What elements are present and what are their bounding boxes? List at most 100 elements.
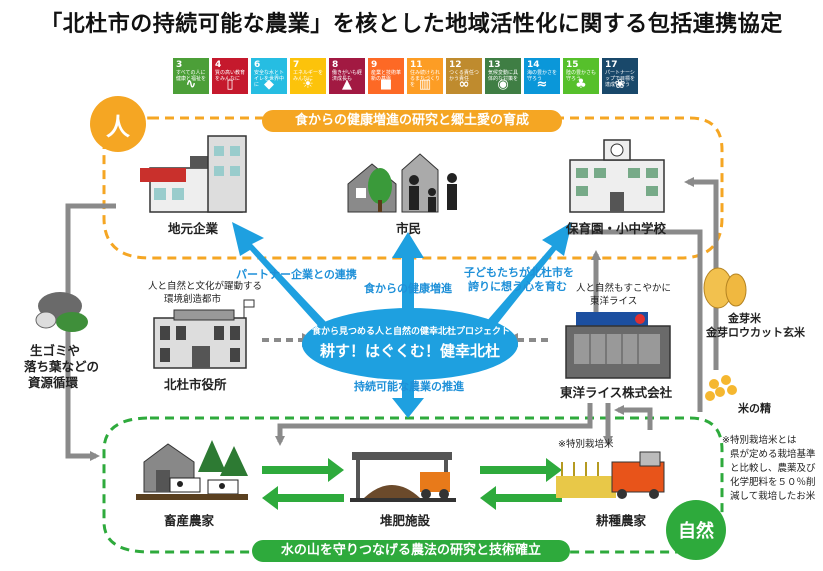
citizens-scene: [347, 153, 457, 213]
sustainable-arrow-label: 持続可能な農業の推進: [354, 380, 464, 393]
rice-essence-label: 米の精: [738, 402, 771, 415]
sdg-number: 12: [449, 60, 462, 70]
sdg-number: 13: [488, 60, 501, 70]
children-arrow-label-1: 子どもたちが北杜市を: [464, 266, 574, 279]
sdg-number: 7: [293, 60, 300, 70]
sdg-label: パートナーシップで目標を達成しよう: [605, 70, 636, 88]
sun-icon: ☀: [302, 77, 314, 92]
sdg-label: 陸の豊かさも守ろう: [566, 70, 597, 82]
sdg-label: 働きがいも経済成長も: [332, 70, 363, 82]
growth-chart-icon: ▲: [342, 77, 352, 92]
sdg-number: 6: [254, 60, 261, 70]
note-line-3: と比較し、農薬及び: [730, 463, 816, 474]
toyo-caption-1: 人と自然もすこやかに: [576, 283, 672, 294]
special-rice-tag: ※特別栽培米: [558, 439, 614, 450]
note-line-5: 減して栽培したお米: [730, 491, 816, 502]
partner-arrow-label: パートナー企業との連携: [236, 268, 357, 281]
note-line-1: ※特別栽培米とは: [722, 435, 797, 446]
sdg-label: エネルギーをみんなに: [293, 70, 324, 82]
page-title: 「北杜市の持続可能な農業」を核とした地域活性化に関する包括連携協定: [40, 12, 783, 37]
sdg-label: つくる責任つかう責任: [449, 70, 479, 82]
water-drop-icon: ◆: [264, 77, 274, 92]
sdg-number: 15: [566, 60, 579, 70]
sdg-number: 8: [332, 60, 339, 70]
compost-cycle-art: [35, 292, 88, 332]
blue-arrows: [232, 222, 572, 418]
city-hall-label: 北杜市役所: [164, 377, 227, 392]
livestock-farm: [136, 440, 248, 500]
sdg-label: 産業と技術革新の基盤: [371, 70, 402, 82]
citizens-label: 市民: [396, 221, 422, 236]
rice-label-1: 金芽米: [728, 312, 761, 325]
livestock-label: 畜産農家: [164, 513, 215, 528]
sdg-label: 質の高い教育をみんなに: [215, 70, 246, 82]
city-hall-caption-2: 環境創造都市: [164, 294, 222, 305]
schools-label: 保育園・小中学校: [566, 221, 667, 236]
rice-label-2: 金芽ロウカット玄米: [706, 326, 805, 339]
children-arrow-label-2: 誇りに想う心を育む: [468, 280, 567, 293]
nature-circle: 自然: [666, 500, 726, 560]
compost-label: 堆肥施設: [380, 513, 431, 528]
green-exchange-arrows: [262, 458, 562, 510]
sdg-number: 4: [215, 60, 222, 70]
tree-icon: ♣: [575, 77, 587, 92]
sdg-label: 住み続けられるまちづくりを: [410, 70, 441, 88]
sdg-number: 9: [371, 60, 378, 70]
note-line-2: 県が定める栽培基準: [730, 449, 816, 460]
local-company-label: 地元企業: [168, 221, 219, 236]
city-hall-building: [153, 299, 255, 369]
fish-icon: ≈: [536, 77, 548, 92]
heartbeat-icon: ∿: [185, 77, 197, 92]
center-main: 耕す！はぐくむ！健幸北杜: [319, 342, 500, 360]
people-circle: 人: [90, 96, 146, 152]
sdg-label: すべての人に健康と福祉を: [176, 70, 207, 82]
sdg-number: 17: [605, 60, 618, 70]
left-cycle-2: 落ち葉などの: [24, 359, 100, 374]
sdg-number: 11: [410, 60, 423, 70]
left-cycle-3: 資源循環: [28, 375, 79, 390]
sdg-number: 14: [527, 60, 540, 70]
farm-label: 耕種農家: [596, 513, 647, 528]
school-building: [569, 139, 665, 213]
sdg-label: 海の豊かさを守ろう: [527, 70, 558, 82]
nature-loop: [102, 416, 724, 554]
toyo-rice-label: 東洋ライス株式会社: [560, 385, 673, 400]
toyo-rice-factory: [565, 312, 671, 379]
toyo-caption-2: 東洋ライス: [590, 296, 638, 307]
sdg-label: 気候変動に具体的な対策を: [488, 70, 519, 82]
health-arrow-label: 食からの健康増進: [364, 282, 452, 295]
center-blob: [302, 308, 518, 380]
rings-icon: ❀: [614, 77, 626, 92]
sdg-number: 3: [176, 60, 183, 70]
local-company-building: [140, 135, 247, 213]
bottom-banner: 水の山を守りつなげる農法の研究と技術確立: [252, 540, 570, 562]
crop-farm: [556, 451, 665, 499]
left-cycle-1: 生ゴミや: [30, 343, 81, 358]
compost-facility: [350, 452, 456, 502]
rice-grains: [703, 267, 747, 401]
city-icon: ▥: [418, 77, 432, 92]
note-line-4: 化学肥料を５０％削: [730, 477, 816, 488]
top-banner: 食からの健康増進の研究と郷土愛の育成: [262, 110, 562, 132]
cubes-icon: ■: [379, 77, 393, 92]
center-subtitle: 食から見つめる人と自然の健幸北杜プロジェクト: [312, 327, 511, 337]
sdg-label: 安全な水とトイレを世界中に: [254, 70, 285, 88]
city-hall-caption-1: 人と自然と文化が躍動する: [148, 281, 263, 292]
book-icon: ▯: [226, 77, 234, 92]
infinity-icon: ∞: [458, 77, 470, 92]
